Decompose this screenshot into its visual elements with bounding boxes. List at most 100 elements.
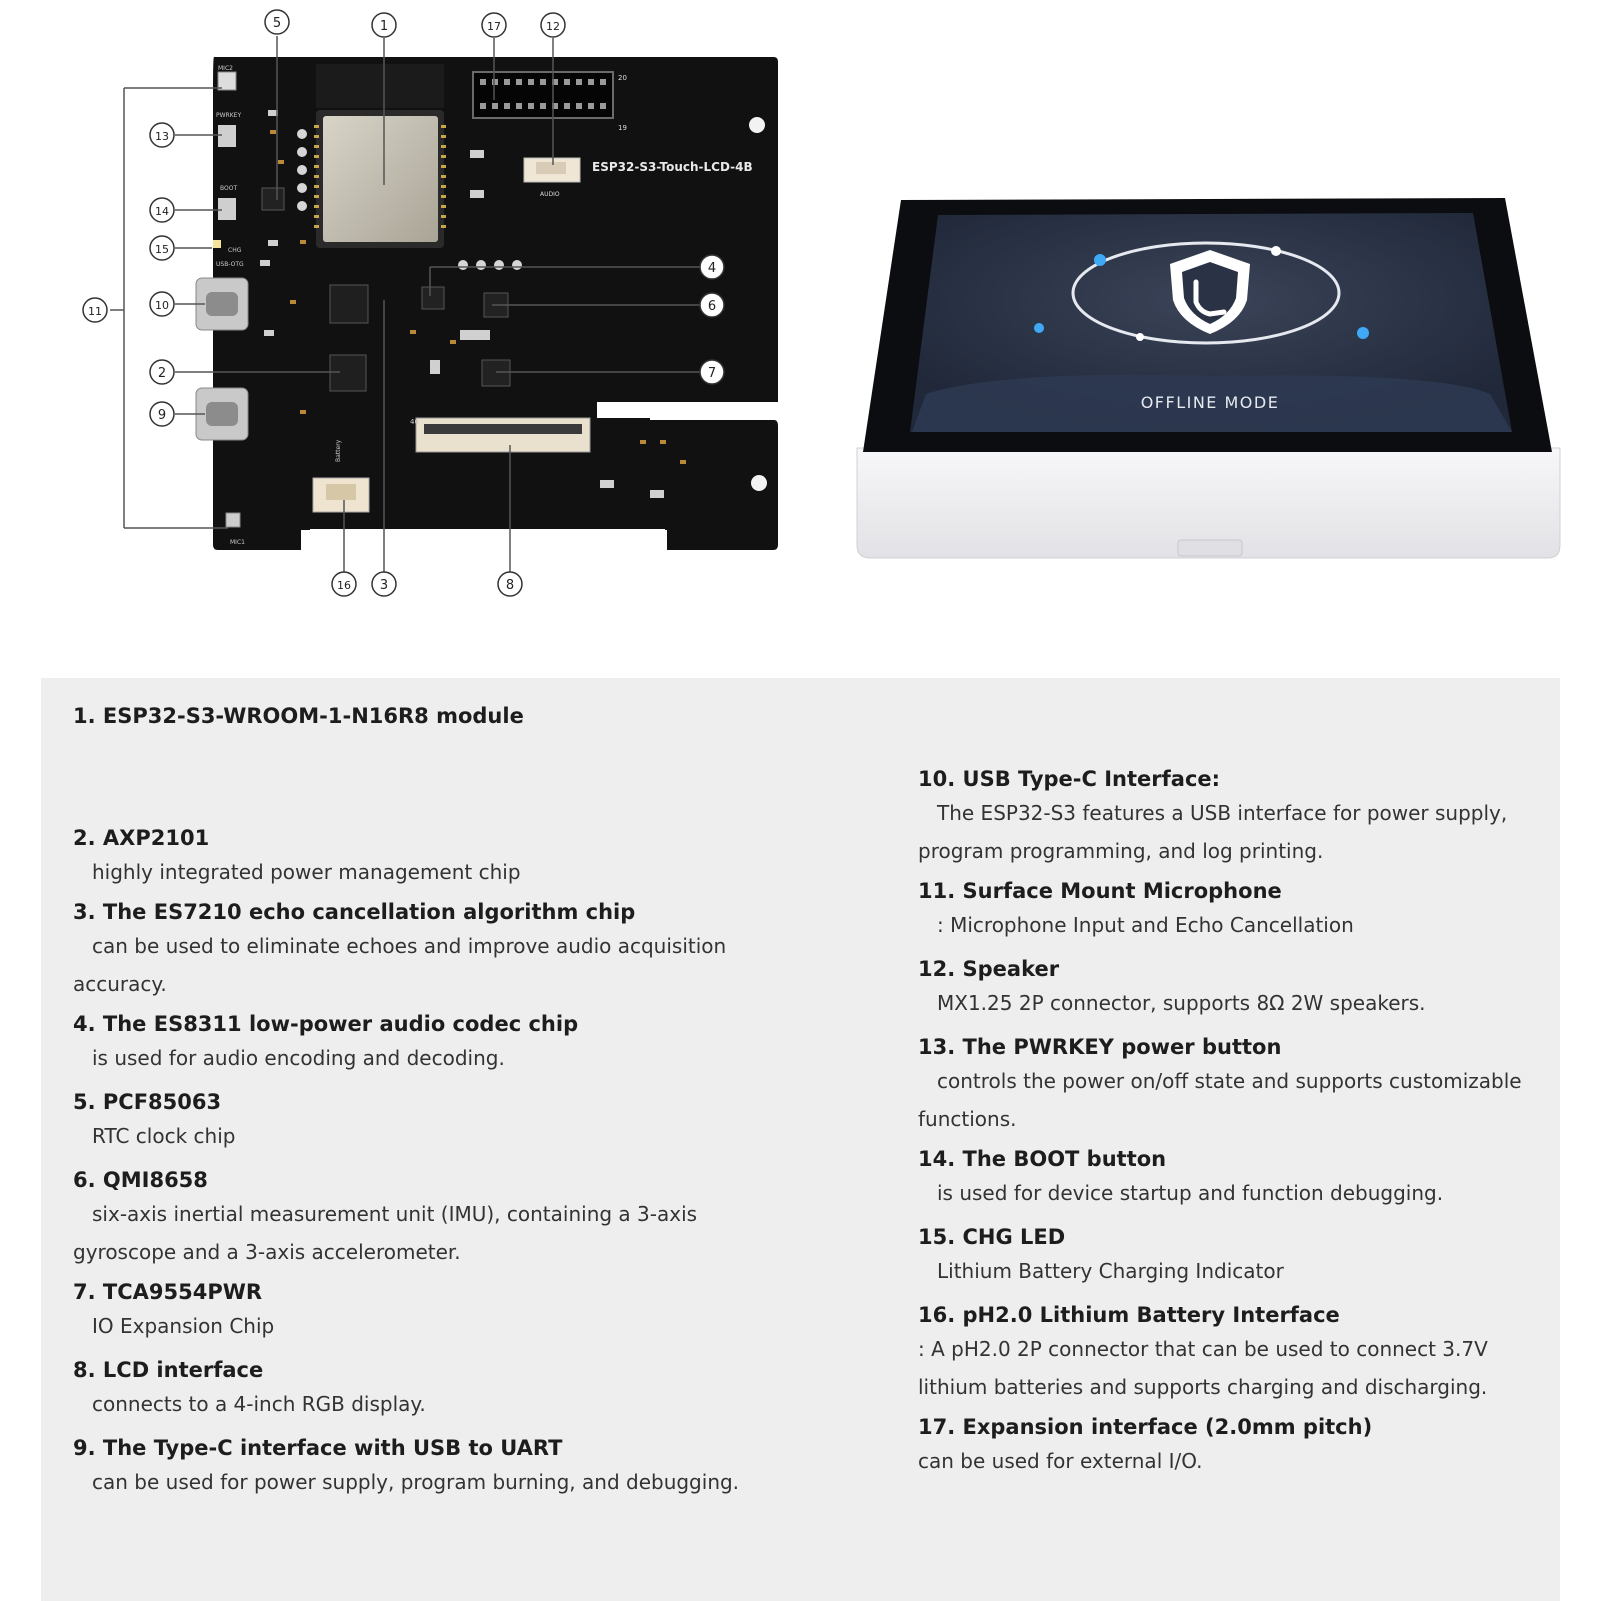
pin-label-20: 20 <box>618 74 627 82</box>
list-item-10: 10. USB Type-C Interface: The ESP32-S3 f… <box>918 764 1548 870</box>
callout-8: 8 <box>497 571 523 597</box>
offline-mode-text: OFFLINE MODE <box>1141 393 1280 412</box>
item-title: 10. USB Type-C Interface: <box>918 767 1221 791</box>
svg-text:9: 9 <box>158 408 166 423</box>
callout-5: 5 <box>264 9 290 35</box>
item-desc-cont: lithium batteries and supports charging … <box>918 1375 1488 1399</box>
callout-14: 14 <box>149 197 175 223</box>
item-desc: MX1.25 2P connector, supports 8Ω 2W spea… <box>937 991 1426 1015</box>
item-title: 6. QMI8658 <box>73 1168 208 1192</box>
esp32-module-shield <box>323 116 438 242</box>
right-column: 10. USB Type-C Interface: The ESP32-S3 f… <box>918 764 1548 1480</box>
list-item-9: 9. The Type-C interface with USB to UART… <box>73 1433 853 1501</box>
callout-17: 17 <box>481 12 507 38</box>
device-base <box>856 447 1561 559</box>
callouts: 1 5 17 12 13 14 15 10 11 2 9 4 6 7 16 3 … <box>82 9 725 597</box>
item-desc: controls the power on/off state and supp… <box>937 1069 1522 1093</box>
lcd-fpc-connector <box>415 417 591 453</box>
audio-label: AUDIO <box>540 191 560 198</box>
list-item-12: 12. Speaker MX1.25 2P connector, support… <box>918 954 1548 1022</box>
list-item-4: 4. The ES8311 low-power audio codec chip… <box>73 1009 853 1077</box>
item-desc-cont: gyroscope and a 3-axis accelerometer. <box>73 1240 461 1264</box>
device-photo: OFFLINE MODE <box>856 198 1561 559</box>
svg-text:2: 2 <box>158 366 166 381</box>
callout-10: 10 <box>149 291 175 317</box>
list-item-16: 16. pH2.0 Lithium Battery Interface : A … <box>918 1300 1548 1406</box>
svg-text:7: 7 <box>708 366 716 381</box>
callout-3-bottom: 3 <box>371 571 397 597</box>
mic1 <box>225 512 241 528</box>
callout-9: 9 <box>149 401 175 427</box>
item-desc: IO Expansion Chip <box>92 1314 275 1338</box>
item-desc-cont: functions. <box>918 1107 1017 1131</box>
boot-button <box>218 198 236 220</box>
svg-text:15: 15 <box>155 243 169 256</box>
chg-led <box>213 240 221 248</box>
item-desc: is used for audio encoding and decoding. <box>92 1046 505 1070</box>
screen-orbit <box>1071 241 1341 345</box>
list-item-15: 15. CHG LED Lithium Battery Charging Ind… <box>918 1222 1548 1290</box>
item-title: 7. TCA9554PWR <box>73 1280 263 1304</box>
list-item-17: 17. Expansion interface (2.0mm pitch) ca… <box>918 1412 1548 1480</box>
left-column: 1. ESP32-S3-WROOM-1-N16R8 module 2. AXP2… <box>73 701 853 1501</box>
callout-7: 7 <box>699 359 725 385</box>
item-title: 9. The Type-C interface with USB to UART <box>73 1436 563 1460</box>
battery-label: Battery <box>335 439 342 462</box>
item-title: 14. The BOOT button <box>918 1147 1167 1171</box>
list-item-2: 2. AXP2101 highly integrated power manag… <box>73 823 853 891</box>
svg-text:5: 5 <box>273 16 281 31</box>
list-item-5: 5. PCF85063 RTC clock chip <box>73 1087 853 1155</box>
item-desc: Lithium Battery Charging Indicator <box>937 1259 1284 1283</box>
item-desc: can be used for power supply, program bu… <box>92 1470 740 1494</box>
list-item-1: 1. ESP32-S3-WROOM-1-N16R8 module <box>73 701 853 809</box>
boot-label: BOOT <box>220 185 237 192</box>
item-title: 17. Expansion interface (2.0mm pitch) <box>918 1415 1373 1439</box>
item-desc: six-axis inertial measurement unit (IMU)… <box>92 1202 698 1226</box>
item-title: 15. CHG LED <box>918 1225 1066 1249</box>
description-panel: 1. ESP32-S3-WROOM-1-N16R8 module 2. AXP2… <box>41 678 1560 1601</box>
list-item-3: 3. The ES7210 echo cancellation algorith… <box>73 897 853 1003</box>
callout-1: 1 <box>371 12 397 38</box>
item-title: 13. The PWRKEY power button <box>918 1035 1282 1059</box>
callout-16: 16 <box>331 571 357 597</box>
callout-lines <box>110 36 700 572</box>
svg-text:17: 17 <box>487 20 501 33</box>
axp2101-chip <box>329 354 367 392</box>
device-usb-slot <box>1177 539 1243 557</box>
item-title: 5. PCF85063 <box>73 1090 222 1114</box>
mount-hole <box>749 117 765 133</box>
pin-label-40: 40 <box>410 418 419 426</box>
item-desc: : Microphone Input and Echo Cancellation <box>937 913 1354 937</box>
tca9554-chip <box>481 359 511 387</box>
list-item-6: 6. QMI8658 six-axis inertial measurement… <box>73 1165 853 1271</box>
item-title: 12. Speaker <box>918 957 1060 981</box>
pin-label-19: 19 <box>618 124 627 132</box>
item-desc: is used for device startup and function … <box>937 1181 1444 1205</box>
callout-11: 11 <box>82 297 108 323</box>
item-title: 1. ESP32-S3-WROOM-1-N16R8 module <box>73 704 524 728</box>
product-figure: 20 19 AUDIO ESP32-S3-Touch-LCD-4B MIC2 P… <box>82 9 1561 597</box>
list-item-7: 7. TCA9554PWR IO Expansion Chip <box>73 1277 853 1345</box>
svg-text:6: 6 <box>708 299 716 314</box>
item-desc: RTC clock chip <box>92 1124 236 1148</box>
item-title: 11. Surface Mount Microphone <box>918 879 1282 903</box>
usb-otg-label: USB-OTG <box>216 261 244 268</box>
item-desc: can be used for external I/O. <box>918 1449 1203 1473</box>
mic2-label: MIC2 <box>218 65 233 72</box>
svg-text:3: 3 <box>380 578 388 593</box>
callout-6: 6 <box>699 292 725 318</box>
callout-12: 12 <box>540 12 566 38</box>
item-title: 8. LCD interface <box>73 1358 264 1382</box>
mic2 <box>217 71 237 91</box>
svg-text:10: 10 <box>155 299 169 312</box>
item-desc-cont: accuracy. <box>73 972 167 996</box>
list-item-11: 11. Surface Mount Microphone : Microphon… <box>918 876 1548 944</box>
pcf85063-chip <box>261 187 285 211</box>
svg-text:8: 8 <box>506 578 514 593</box>
svg-text:11: 11 <box>88 305 102 318</box>
item-desc: connects to a 4-inch RGB display. <box>92 1392 426 1416</box>
svg-text:16: 16 <box>337 579 351 592</box>
list-item-13: 13. The PWRKEY power button controls the… <box>918 1032 1548 1138</box>
item-title: 4. The ES8311 low-power audio codec chip <box>73 1012 579 1036</box>
es8311-chip <box>421 286 445 310</box>
